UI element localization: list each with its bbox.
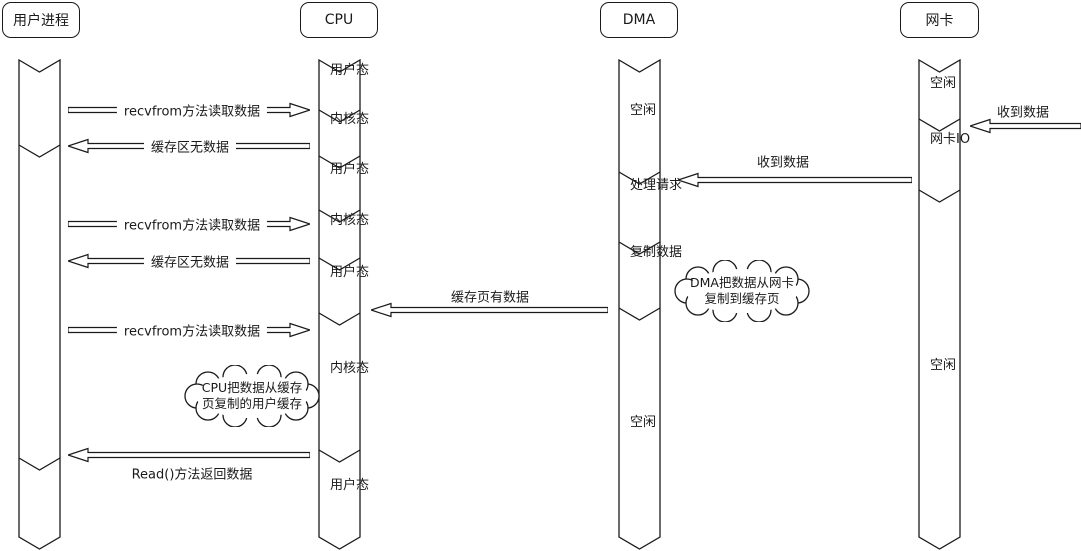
cpu-segment-label-1: 内核态	[330, 112, 370, 127]
message-arrow-buffer-has-data	[371, 302, 608, 318]
dma-segment-label-0: 空闲	[630, 103, 657, 118]
lifeline-title: 网卡	[925, 13, 954, 29]
dma-segment-label-1: 处理请求	[630, 178, 682, 193]
left-arrow-shape	[678, 172, 912, 188]
bar-dividers	[318, 109, 361, 463]
activation-bar-user-process	[18, 59, 61, 550]
activation-bar-dma	[618, 59, 661, 550]
message-label-buffer-has-data: 缓存页有数据	[450, 290, 530, 306]
bar-dividers	[618, 171, 661, 321]
nic-segment-label-2: 空闲	[930, 358, 957, 373]
dma-segment-label-2: 复制数据	[630, 245, 682, 260]
lifeline-header-dma: DMA	[600, 2, 678, 38]
note-line: 复制到缓存页	[704, 291, 780, 306]
cloud-body	[196, 374, 308, 418]
lifeline-header-nic: 网卡	[900, 2, 979, 38]
dma-segment-label-3: 空闲	[630, 415, 657, 430]
lifeline-header-user-process: 用户进程	[2, 2, 80, 38]
lifeline-title: DMA	[622, 12, 656, 28]
bar-outline	[918, 59, 961, 550]
bar-dividers	[918, 118, 961, 203]
note-line: CPU把数据从缓存	[201, 380, 303, 395]
nic-segment-label-1: 网卡IO	[930, 132, 970, 147]
message-arrow-read-return	[68, 447, 310, 463]
lifeline-header-cpu: CPU	[300, 2, 378, 38]
message-label-data-arrived-external: 收到数据	[996, 105, 1050, 121]
cpu-segment-label-5: 内核态	[330, 361, 370, 376]
message-label-read-return: Read()方法返回数据	[131, 467, 253, 483]
message-label-data-arrived-nic-dma: 收到数据	[756, 155, 810, 171]
note-text-dma-copy: DMA把数据从网卡 复制到缓存页	[672, 260, 812, 322]
cloud-body	[686, 269, 798, 313]
cpu-segment-label-4: 用户态	[330, 265, 370, 280]
cpu-segment-label-6: 用户态	[330, 478, 370, 493]
note-line: DMA把数据从网卡	[690, 275, 794, 290]
lifeline-title: 用户进程	[13, 13, 69, 29]
left-arrow-shape	[970, 118, 1081, 134]
note-cloud-cpu-copy	[184, 365, 320, 427]
bar-outline	[18, 59, 61, 550]
message-label-no-data-1: 缓存区无数据	[143, 136, 237, 156]
cpu-segment-label-3: 内核态	[330, 213, 370, 228]
note-cloud-dma-copy	[674, 260, 810, 322]
activation-bar-cpu	[318, 59, 361, 550]
note-line: 页复制的用户缓存	[201, 396, 302, 411]
message-label-recvfrom-2: recvfrom方法读取数据	[116, 214, 268, 234]
message-label-no-data-2: 缓存区无数据	[143, 251, 237, 271]
message-arrow-data-arrived-nic-dma	[678, 172, 912, 188]
cpu-segment-label-0: 用户态	[330, 63, 370, 78]
message-arrow-data-arrived-external	[970, 118, 1081, 134]
left-arrow-shape	[68, 447, 310, 463]
message-label-recvfrom-3: recvfrom方法读取数据	[116, 320, 268, 340]
bar-outline	[318, 59, 361, 550]
note-text-cpu-copy: CPU把数据从缓存 页复制的用户缓存	[182, 365, 322, 427]
bar-dividers	[18, 144, 61, 471]
activation-bar-nic	[918, 59, 961, 550]
bar-outline	[618, 59, 661, 550]
lifeline-title: CPU	[324, 12, 354, 28]
left-arrow-shape	[371, 302, 608, 318]
message-label-recvfrom-1: recvfrom方法读取数据	[116, 100, 268, 120]
cpu-segment-label-2: 用户态	[330, 162, 370, 177]
nic-segment-label-0: 空闲	[930, 76, 957, 91]
